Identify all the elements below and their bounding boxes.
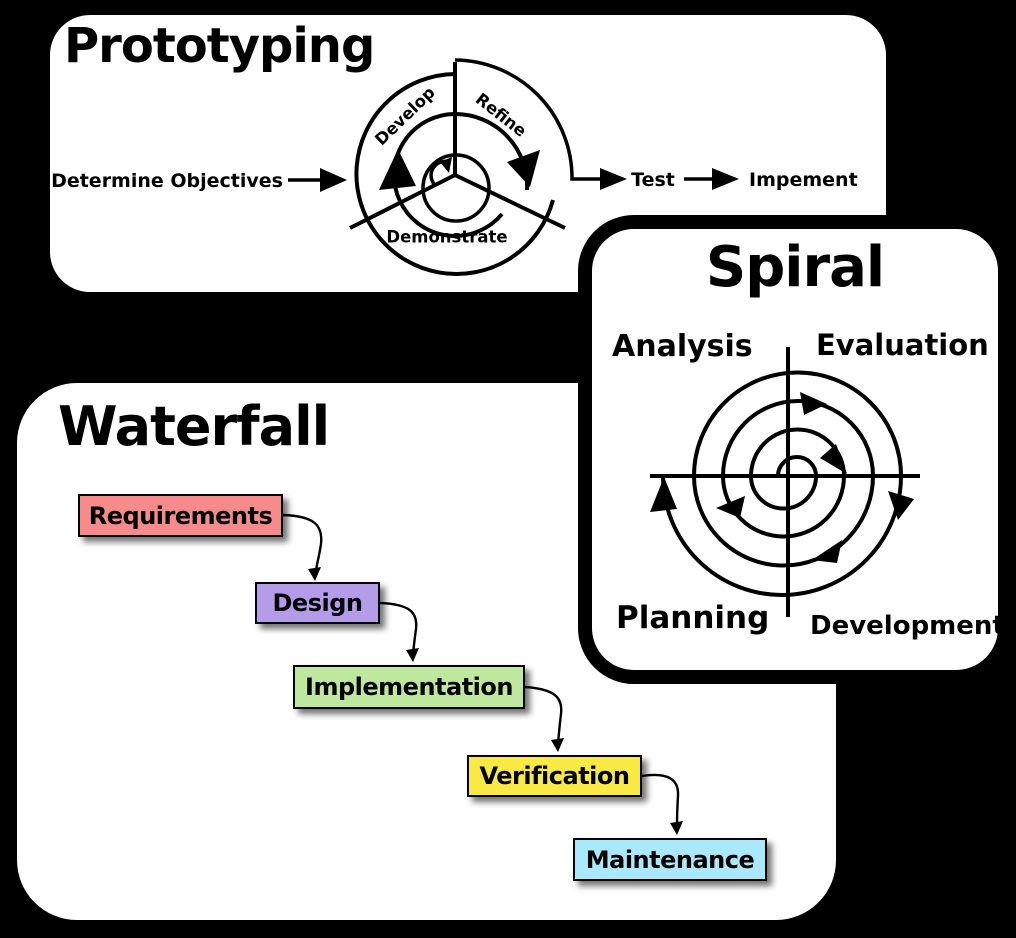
waterfall-title: Waterfall xyxy=(58,395,330,458)
spiral-title: Spiral xyxy=(705,235,885,300)
spiral-quadrant-analysis: Analysis xyxy=(612,329,753,364)
waterfall-step-implementation: Implementation xyxy=(293,665,525,709)
spiral-quadrant-development: Development xyxy=(810,611,1005,641)
spiral-quadrant-evaluation: Evaluation xyxy=(816,328,989,362)
prototyping-title: Prototyping xyxy=(64,18,375,74)
spiral-quadrant-planning: Planning xyxy=(616,600,770,636)
waterfall-step-requirements: Requirements xyxy=(78,494,283,537)
waterfall-step-verification: Verification xyxy=(467,755,642,797)
waterfall-step-maintenance: Maintenance xyxy=(573,838,767,881)
waterfall-step-design: Design xyxy=(255,582,380,624)
